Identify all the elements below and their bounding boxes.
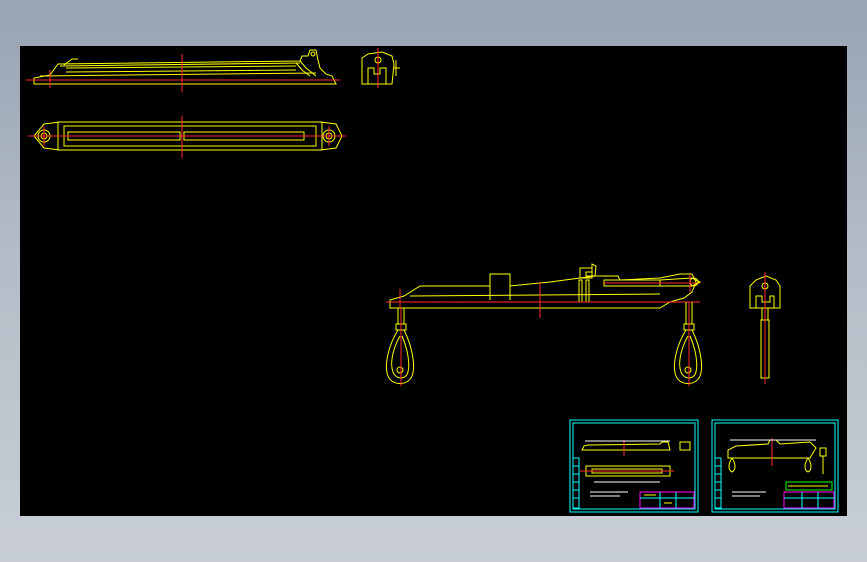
part-drawing-sheet <box>569 419 699 513</box>
beam-side-view <box>26 49 340 92</box>
spreader-assembly-side-view <box>749 272 781 384</box>
cad-drawing-canvas[interactable] <box>20 46 847 516</box>
drawing-svg <box>26 48 839 513</box>
assembly-drawing-sheet <box>711 419 839 513</box>
spreader-assembly-front-view <box>385 263 703 386</box>
beam-top-view <box>28 116 346 158</box>
beam-end-view <box>361 48 400 88</box>
